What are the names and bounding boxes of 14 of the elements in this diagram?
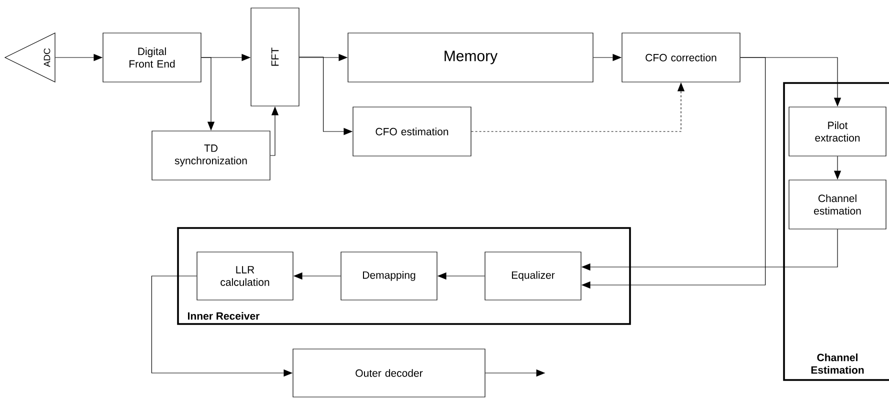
process-box: Digital Front End xyxy=(102,32,202,82)
group-title: Channel Estimation xyxy=(811,354,864,374)
process-box: Pilot extraction xyxy=(788,106,886,156)
group-title: Inner Receiver xyxy=(188,312,260,320)
process-box: FFT xyxy=(250,8,300,106)
process-box: LLR calculation xyxy=(196,252,294,300)
process-box: Channel estimation xyxy=(788,180,886,230)
process-box: Memory xyxy=(348,32,594,82)
process-box: CFO estimation xyxy=(352,106,472,156)
process-box: TD synchronization xyxy=(152,130,270,180)
process-box: CFO correction xyxy=(622,32,740,82)
process-box: Outer decoder xyxy=(292,348,486,398)
process-box: Demapping xyxy=(340,252,438,300)
process-box: Equalizer xyxy=(484,252,582,300)
